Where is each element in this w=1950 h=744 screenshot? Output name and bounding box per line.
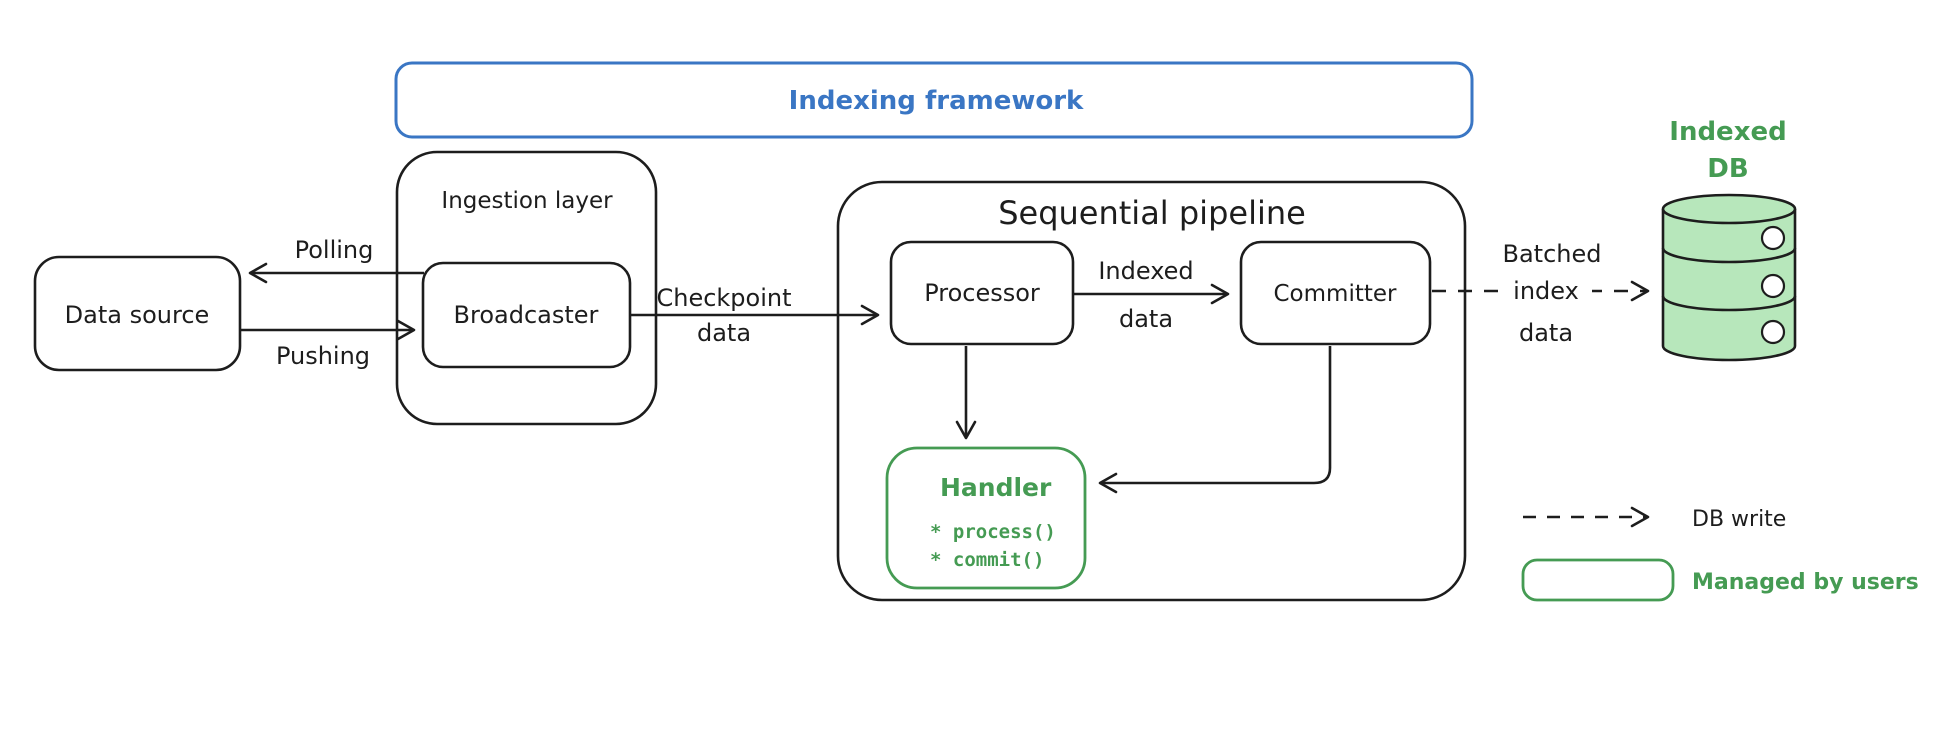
committer-box bbox=[1239, 240, 1432, 346]
database-divider-1 bbox=[1661, 247, 1797, 264]
handler-box bbox=[885, 446, 1087, 590]
committer-to-handler-arrow bbox=[1098, 346, 1332, 494]
database-divider-2 bbox=[1661, 295, 1797, 312]
batched-index-label-line3: data bbox=[1519, 319, 1573, 347]
polling-label: Polling bbox=[295, 236, 374, 264]
batched-index-label-line2: index bbox=[1513, 277, 1579, 305]
indexed-db-label-line2: DB bbox=[1707, 154, 1748, 184]
indexing-framework-label: Indexing framework bbox=[789, 86, 1084, 116]
database-top bbox=[1661, 193, 1797, 225]
legend-managed-box bbox=[1521, 558, 1675, 602]
processor-label: Processor bbox=[924, 279, 1040, 307]
database-dot-2 bbox=[1760, 273, 1786, 299]
indexed-data-label-line1: Indexed bbox=[1098, 257, 1193, 285]
data-source-label: Data source bbox=[65, 301, 210, 329]
broadcaster-label: Broadcaster bbox=[454, 301, 599, 329]
handler-method-process: * process() bbox=[930, 521, 1056, 543]
handler-label: Handler bbox=[940, 473, 1052, 502]
database-body bbox=[1661, 209, 1797, 362]
pushing-label: Pushing bbox=[276, 342, 370, 370]
legend-managed-label: Managed by users bbox=[1692, 570, 1919, 595]
checkpoint-data-label-line1: Checkpoint bbox=[656, 284, 791, 312]
indexed-data-label-line2: data bbox=[1119, 305, 1173, 333]
database-dot-3 bbox=[1760, 319, 1786, 345]
data-source-box bbox=[33, 255, 242, 372]
checkpoint-data-label-line2: data bbox=[697, 319, 751, 347]
indexing-framework-frame bbox=[394, 61, 1474, 139]
ingestion-layer-label: Ingestion layer bbox=[441, 188, 613, 214]
sequential-pipeline-label: Sequential pipeline bbox=[998, 194, 1306, 232]
batched-index-label-line1: Batched bbox=[1503, 240, 1602, 268]
indexed-db-label-line1: Indexed bbox=[1669, 117, 1786, 147]
database-dot-1 bbox=[1760, 225, 1786, 251]
legend-db-write-label: DB write bbox=[1692, 507, 1786, 532]
handler-method-commit: * commit() bbox=[930, 549, 1044, 571]
committer-label: Committer bbox=[1274, 281, 1398, 307]
indexed-db-cylinder bbox=[1661, 193, 1797, 362]
batched-index-label-mask bbox=[1500, 276, 1592, 304]
